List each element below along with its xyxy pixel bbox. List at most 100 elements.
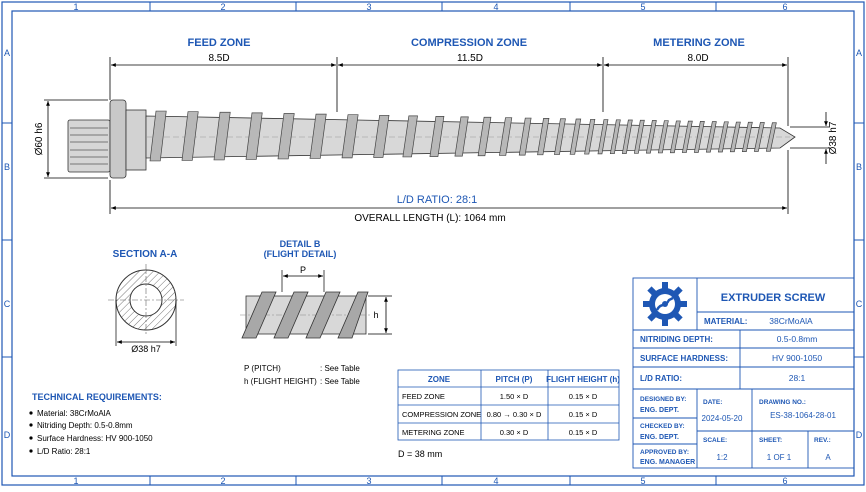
hardness-value: HV 900-1050 bbox=[772, 353, 822, 363]
grid-row-label: D bbox=[856, 430, 863, 440]
screw-flight bbox=[609, 119, 621, 155]
requirement-item: Material: 38CrMoAlA bbox=[37, 409, 111, 418]
table-header: ZONE bbox=[428, 375, 451, 384]
sheet-label: SHEET: bbox=[759, 437, 782, 444]
grid-col-label: 6 bbox=[782, 476, 787, 486]
grid-col-label: 1 bbox=[73, 476, 78, 486]
scale-label: SCALE: bbox=[703, 437, 727, 444]
requirements-title: TECHNICAL REQUIREMENTS: bbox=[32, 392, 162, 402]
nitriding-value: 0.5-0.8mm bbox=[777, 334, 818, 344]
grid-row-label: A bbox=[4, 48, 10, 58]
feed-zone-length: 8.5D bbox=[208, 53, 229, 64]
section-a-a-view bbox=[108, 264, 184, 346]
designed-label: DESIGNED BY: bbox=[640, 396, 686, 403]
legend-pitch-value: : See Table bbox=[320, 364, 360, 373]
screw-flight bbox=[669, 120, 681, 154]
section-diameter-label: Ø38 h7 bbox=[131, 344, 161, 354]
legend-pitch: P (PITCH) bbox=[244, 364, 281, 373]
title-block-title: EXTRUDER SCREW bbox=[721, 292, 826, 304]
screw-flight bbox=[705, 121, 717, 153]
table-cell: 0.15 × D bbox=[569, 428, 598, 437]
screw-flight bbox=[454, 116, 469, 157]
screw-flight bbox=[569, 118, 582, 155]
rev-label: REV.: bbox=[814, 437, 831, 444]
legend-height-value: : See Table bbox=[320, 377, 360, 386]
ld-value: 28:1 bbox=[789, 373, 806, 383]
tip-diameter-label: Ø38 h7 bbox=[828, 121, 839, 154]
overall-length-dimension bbox=[109, 150, 789, 214]
grid-col-label: 2 bbox=[220, 476, 225, 486]
table-cell: 0.15 × D bbox=[569, 392, 598, 401]
hardness-label: SURFACE HARDNESS: bbox=[640, 354, 728, 363]
screw-flight bbox=[765, 122, 777, 152]
table-cell: METERING ZONE bbox=[402, 428, 465, 437]
screw-flight bbox=[245, 112, 263, 160]
detail-b-view bbox=[240, 270, 392, 339]
table-cell: FEED ZONE bbox=[402, 392, 445, 401]
grid-col-label: 3 bbox=[366, 476, 371, 486]
screw-flight bbox=[729, 121, 741, 153]
overall-length-label: OVERALL LENGTH (L): 1064 mm bbox=[354, 213, 505, 224]
screw-flight bbox=[753, 122, 765, 152]
approved-label: APPROVED BY: bbox=[640, 449, 689, 456]
nitriding-label: NITRIDING DEPTH: bbox=[640, 335, 713, 344]
screw-flight bbox=[518, 117, 532, 156]
screw-flight bbox=[402, 115, 418, 158]
checked-value: ENG. DEPT. bbox=[640, 434, 679, 441]
screw-flight bbox=[309, 113, 327, 159]
grid-col-label: 1 bbox=[73, 2, 78, 12]
screw-flight bbox=[645, 120, 657, 154]
screw-flight bbox=[693, 121, 705, 153]
compression-zone-length: 11.5D bbox=[457, 53, 483, 64]
pitch-symbol: P bbox=[300, 265, 306, 275]
ld-ratio-label: L/D RATIO: 28:1 bbox=[397, 194, 478, 206]
section-title: SECTION A-A bbox=[113, 249, 178, 260]
height-symbol: h bbox=[373, 310, 378, 320]
detail-subtitle: (FLIGHT DETAIL) bbox=[264, 249, 337, 259]
scale-value: 1:2 bbox=[716, 453, 728, 462]
grid-row-label: B bbox=[4, 162, 10, 172]
material-value: 38CrMoAlA bbox=[769, 316, 813, 326]
screw-flight bbox=[499, 117, 513, 156]
designed-value: ENG. DEPT. bbox=[640, 407, 679, 414]
screw-flight bbox=[341, 114, 359, 159]
screw-flight bbox=[373, 114, 390, 158]
screw-flight bbox=[429, 116, 445, 157]
zone-dimensions bbox=[109, 57, 789, 126]
metering-zone-length: 8.0D bbox=[687, 53, 708, 64]
screw-flight bbox=[181, 111, 199, 161]
table-cell: COMPRESSION ZONE bbox=[402, 410, 481, 419]
table-cell: 0.80 → 0.30 × D bbox=[487, 410, 542, 419]
grid-labels: 1 2 3 4 5 6 1 2 3 4 5 6 A B C D A B C D bbox=[4, 2, 863, 486]
company-gear-logo bbox=[643, 282, 687, 326]
screw-flight bbox=[633, 119, 645, 154]
screw-flight bbox=[741, 121, 753, 152]
requirement-item: Nitriding Depth: 0.5-0.8mm bbox=[37, 421, 133, 430]
screw-flight bbox=[681, 120, 693, 153]
grid-row-label: C bbox=[856, 299, 863, 309]
grid-col-label: 2 bbox=[220, 2, 225, 12]
drawing-label: DRAWING NO.: bbox=[759, 399, 806, 406]
screw-flight bbox=[584, 118, 596, 155]
ld-label: L/D RATIO: bbox=[640, 374, 682, 383]
title-block: EXTRUDER SCREW MATERIAL: NITRIDING DEPTH… bbox=[632, 277, 855, 469]
screw-flight bbox=[657, 120, 669, 154]
screw-flight bbox=[477, 116, 492, 157]
screw-flight bbox=[537, 118, 550, 156]
feed-zone-title: FEED ZONE bbox=[188, 37, 251, 49]
grid-col-label: 5 bbox=[640, 2, 645, 12]
legend-height: h (FLIGHT HEIGHT) bbox=[244, 377, 317, 386]
extruder-screw bbox=[67, 99, 796, 179]
grid-row-label: A bbox=[856, 48, 862, 58]
screw-flight bbox=[554, 118, 566, 155]
pitch-table: ZONE PITCH (P) FLIGHT HEIGHT (h) FEED ZO… bbox=[397, 369, 620, 441]
checked-label: CHECKED BY: bbox=[640, 423, 685, 430]
grid-col-label: 3 bbox=[366, 2, 371, 12]
compression-zone-title: COMPRESSION ZONE bbox=[411, 37, 527, 49]
drawing-value: ES-38-1064-28-01 bbox=[770, 411, 836, 420]
requirements-list: Material: 38CrMoAlA Nitriding Depth: 0.5… bbox=[29, 409, 153, 456]
approved-value: ENG. MANAGER bbox=[640, 459, 695, 466]
grid-row-label: D bbox=[4, 430, 11, 440]
